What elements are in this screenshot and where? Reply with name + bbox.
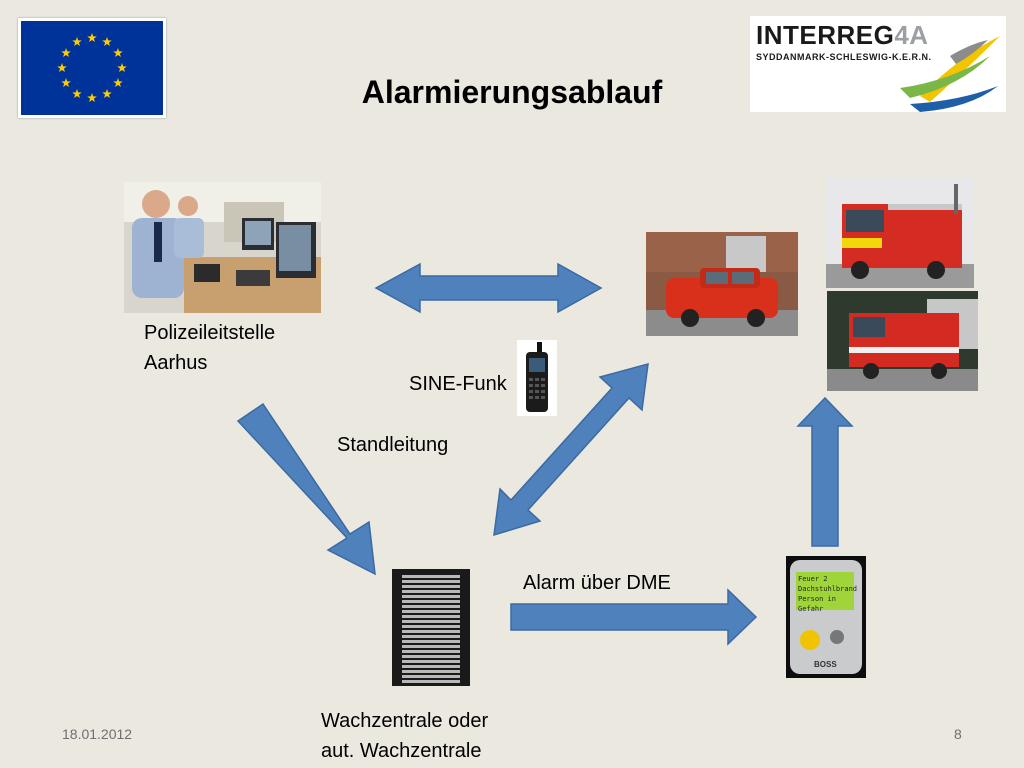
- arrow-station-to-pager: [510, 588, 758, 646]
- interreg-brand-suffix: 4A: [894, 20, 929, 50]
- double-arrow-police-vehicle: [374, 262, 603, 314]
- rack-unit: [402, 625, 460, 628]
- police-label-line1: Polizeileitstelle: [144, 322, 276, 344]
- rack-unit: [402, 635, 460, 638]
- rack-unit: [402, 645, 460, 648]
- arrow-police-to-station: [236, 402, 376, 576]
- rack-unit: [402, 575, 460, 578]
- slide-title: Alarmierungsablauf: [361, 74, 663, 110]
- pager-brand: BOSS: [814, 660, 837, 669]
- sine-funk-label: SINE-Funk: [409, 373, 507, 395]
- rack-unit: [402, 590, 460, 593]
- eu-star-icon: [113, 78, 123, 88]
- rack-unit: [402, 640, 460, 643]
- eu-star-icon: [102, 37, 112, 47]
- rack-unit: [402, 680, 460, 683]
- fire-truck-photo-bottom: [827, 291, 978, 391]
- eu-star-icon: [113, 48, 123, 58]
- rack-unit: [402, 660, 460, 663]
- rack-unit: [402, 595, 460, 598]
- interreg-swoosh-icon: [900, 36, 1000, 112]
- server-rack-photo: [392, 569, 470, 686]
- rack-unit: [402, 665, 460, 668]
- station-label-line2: aut. Wachzentrale: [321, 740, 482, 762]
- eu-flag: [18, 18, 166, 118]
- pager-line-1: Feuer 2: [798, 575, 828, 583]
- rack-unit: [402, 650, 460, 653]
- pager-display: Feuer 2 Dachstuhlbrand Person in Gefahr: [796, 572, 858, 613]
- police-label-line2: Aarhus: [144, 352, 208, 374]
- rack-unit: [402, 655, 460, 658]
- eu-star-icon: [57, 63, 67, 73]
- eu-star-icon: [61, 48, 71, 58]
- eu-star-icon: [72, 88, 82, 99]
- interreg-brand: INTERREG: [756, 20, 895, 50]
- eu-star-icon: [87, 93, 97, 103]
- eu-star-icon: [117, 63, 127, 73]
- police-control-room-photo: [124, 182, 321, 313]
- eu-star-icon: [87, 33, 97, 43]
- pager-button-icon: [800, 630, 820, 650]
- radio-handset-photo: [517, 340, 557, 416]
- eu-star-icon: [61, 78, 71, 88]
- interreg-logo: INTERREG4A SYDDANMARK-SCHLESWIG-K.E.R.N.: [750, 16, 1006, 112]
- eu-star-icon: [72, 37, 82, 47]
- rack-unit: [402, 675, 460, 678]
- pager-photo: Feuer 2 Dachstuhlbrand Person in Gefahr …: [786, 556, 866, 678]
- rack-unit: [402, 600, 460, 603]
- rack-unit: [402, 620, 460, 623]
- standleitung-label: Standleitung: [337, 434, 449, 456]
- rack-unit: [402, 580, 460, 583]
- arrow-pager-to-trucks: [796, 396, 854, 547]
- pager-line-3: Person in Gefahr: [798, 595, 836, 613]
- interreg-region: SYDDANMARK-SCHLESWIG-K.E.R.N.: [756, 52, 932, 62]
- rack-unit: [402, 605, 460, 608]
- eu-star-icon: [102, 88, 112, 99]
- command-car-photo: [646, 232, 798, 336]
- dme-alarm-label: Alarm über DME: [523, 572, 671, 594]
- fire-truck-photo-top: [826, 178, 974, 288]
- rack-unit: [402, 670, 460, 673]
- rack-unit: [402, 630, 460, 633]
- pager-button-icon: [830, 630, 844, 644]
- rack-unit: [402, 615, 460, 618]
- double-arrow-station-vehicle: [493, 362, 649, 537]
- rack-unit: [402, 585, 460, 588]
- pager-line-2: Dachstuhlbrand: [798, 585, 858, 593]
- footer-date: 18.01.2012: [62, 726, 133, 742]
- rack-unit: [402, 610, 460, 613]
- station-label-line1: Wachzentrale oder: [321, 710, 489, 732]
- page-number: 8: [954, 726, 962, 742]
